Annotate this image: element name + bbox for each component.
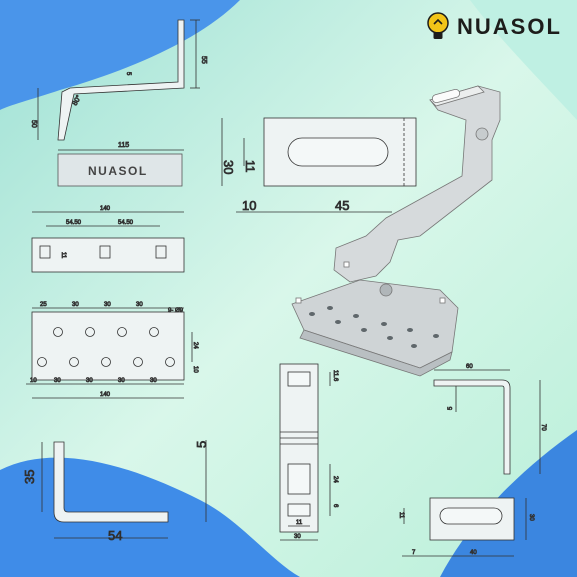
dim-plan-width: 40 xyxy=(470,550,477,556)
l-bracket: 35 5 54 xyxy=(22,440,209,543)
dim-plan-height: 30 xyxy=(528,514,534,521)
dim-plan-slot-height: 11 xyxy=(398,512,404,519)
dim-slot-height: 11 xyxy=(243,160,257,173)
slot-view: 30 11 10 45 xyxy=(221,117,417,213)
dim-bottom-pitch-1: 30 xyxy=(54,378,61,384)
dim-plan-offset: 7 xyxy=(412,550,416,556)
dim-bracket-thickness: 5 xyxy=(194,441,209,448)
dim-slot-offset: 10 xyxy=(242,198,256,213)
dim-height: 55 xyxy=(200,56,207,64)
dim-plate-width: 140 xyxy=(100,206,111,212)
dim-bottom-pitch-3: 30 xyxy=(118,378,125,384)
dim-hole-count: 9- Ø9 xyxy=(168,308,184,314)
dim-spacing-left: 54.50 xyxy=(66,220,82,226)
dim-lower-slot: 24 xyxy=(332,476,338,483)
dim-hole-pitch-2: 30 xyxy=(104,302,111,308)
name-plate-text: NUASOL xyxy=(88,164,148,178)
brand-logo: NUASOL xyxy=(425,12,562,42)
name-plate: NUASOL xyxy=(57,153,183,187)
dim-row-spacing: 24 xyxy=(192,342,198,349)
dim-hole-pitch-3: 30 xyxy=(136,302,143,308)
dim-arm-thickness: 5 xyxy=(448,406,454,410)
dim-top-slot: 11.6 xyxy=(332,370,338,382)
top-plate: 140 54.50 54.50 11 xyxy=(31,206,185,273)
dim-drop: 50 xyxy=(30,120,37,128)
dim-leg-height: 70 xyxy=(540,424,546,431)
dim-bottom-pitch-4: 30 xyxy=(150,378,157,384)
slot-plan: 11 30 7 40 xyxy=(398,497,534,557)
lightbulb-icon xyxy=(427,12,449,39)
dim-bracket-height: 35 xyxy=(22,470,37,484)
dim-length: 115 xyxy=(118,142,129,149)
dim-hole-offset: 25 xyxy=(40,302,47,308)
hole-plate: 25 30 30 30 9- Ø9 24 10 10 30 30 30 30 1… xyxy=(26,302,198,399)
dim-edge-offset: 10 xyxy=(192,366,198,373)
dim-spacing-right: 54.50 xyxy=(118,220,134,226)
dim-hole-pitch-1: 30 xyxy=(72,302,79,308)
dim-thickness: 5 xyxy=(125,72,131,76)
dim-hole-size: 11 xyxy=(60,252,66,259)
dim-front-width: 30 xyxy=(294,534,301,540)
dim-arm-length: 60 xyxy=(466,364,473,370)
dim-plate-height: 30 xyxy=(221,160,236,174)
dim-total-width: 140 xyxy=(100,392,111,398)
dim-bracket-length: 54 xyxy=(108,528,122,543)
right-side-view: 60 5 70 xyxy=(433,364,546,475)
dim-bottom-pitch-2: 30 xyxy=(86,378,93,384)
front-view: 11.6 24 6 11 30 xyxy=(279,363,338,541)
dim-slot-width: 11 xyxy=(296,520,303,526)
dim-edge-bottom: 10 xyxy=(30,378,37,384)
brand-name: NUASOL xyxy=(457,14,562,39)
product-render xyxy=(291,85,501,377)
dim-bottom-gap: 6 xyxy=(332,504,338,508)
dim-slot-length: 45 xyxy=(335,198,349,213)
side-view: 55 5 80° 50 115 xyxy=(30,19,207,151)
